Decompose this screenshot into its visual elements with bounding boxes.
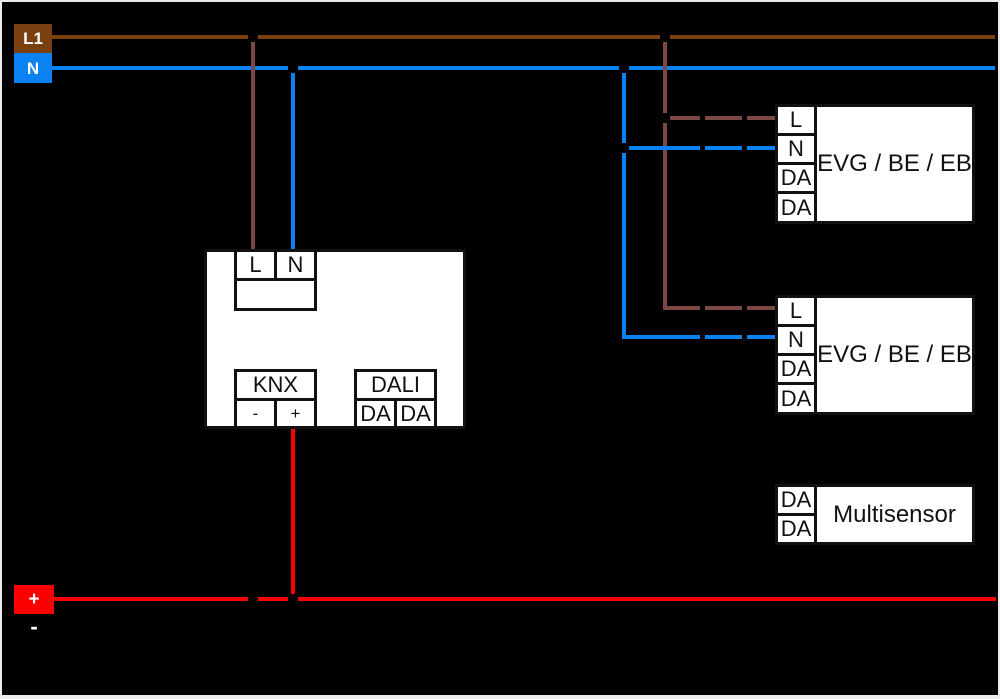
gateway-knx-header: KNX <box>234 369 317 401</box>
evg2-box: EVG / BE / EB <box>814 295 975 415</box>
wire-tick <box>700 306 705 310</box>
evg1-terminal-da2: DA <box>775 191 817 224</box>
phase-riser-right <box>663 39 667 310</box>
phase-wire-to-gateway <box>251 39 255 249</box>
evg2-terminal-da2: DA <box>775 382 817 415</box>
phase-branch-evg1 <box>663 116 777 120</box>
gateway-knx-minus-terminal: - <box>234 398 277 429</box>
knx-minus-label: - <box>30 614 38 639</box>
evg2-terminal-n: N <box>775 324 817 356</box>
wire-tick <box>742 306 747 310</box>
junction-dot <box>248 594 258 604</box>
junction-dot <box>660 32 670 42</box>
gateway-dali-terminal-1: DA <box>354 398 397 429</box>
knx-bus-line <box>54 597 996 601</box>
neutral-branch-evg1 <box>622 146 777 150</box>
wire-tick <box>700 116 705 120</box>
evg2-terminal-da1: DA <box>775 353 817 385</box>
junction-dot <box>248 32 258 42</box>
wire-tick <box>742 335 747 339</box>
wire-tick <box>700 146 705 150</box>
l1-phase-label: L1 <box>14 24 52 53</box>
neutral-branch-evg2 <box>622 335 777 339</box>
knx-plus-label: + <box>14 585 54 614</box>
junction-dot <box>619 63 629 73</box>
gateway-terminal-l: L <box>234 249 277 281</box>
knx-wire-from-gateway <box>291 429 295 597</box>
wire-tick <box>742 146 747 150</box>
phase-branch-evg2 <box>663 306 777 310</box>
gateway-dali-header: DALI <box>354 369 437 401</box>
junction-dot <box>288 63 298 73</box>
gateway-terminal-block <box>234 278 317 311</box>
evg1-terminal-l: L <box>775 104 817 136</box>
wire-tick <box>700 335 705 339</box>
neutral-riser-right <box>622 70 626 339</box>
evg1-terminal-n: N <box>775 133 817 165</box>
neutral-label: N <box>14 53 52 83</box>
l1-bus-line <box>52 35 995 39</box>
gateway-dali-terminal-2: DA <box>394 398 437 429</box>
wire-tick <box>742 116 747 120</box>
evg1-terminal-da1: DA <box>775 162 817 194</box>
neutral-bus-line <box>52 66 995 70</box>
multisensor-box: Multisensor <box>814 484 975 545</box>
multisensor-terminal-da1: DA <box>775 484 817 516</box>
gateway-knx-plus-terminal: + <box>274 398 317 429</box>
neutral-wire-to-gateway <box>291 70 295 249</box>
junction-dot <box>660 113 670 123</box>
evg1-box: EVG / BE / EB <box>814 104 975 224</box>
gateway-terminal-n: N <box>274 249 317 281</box>
evg2-terminal-l: L <box>775 295 817 327</box>
junction-dot <box>288 594 298 604</box>
junction-dot <box>619 143 629 153</box>
multisensor-terminal-da2: DA <box>775 513 817 545</box>
